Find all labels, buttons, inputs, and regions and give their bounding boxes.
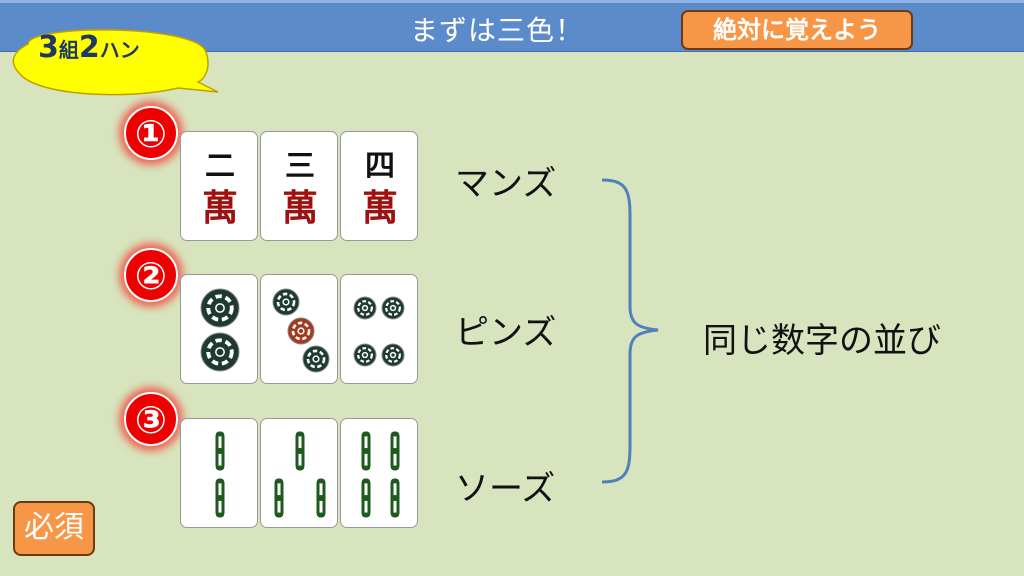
same-number-sequence-label: 同じ数字の並び: [703, 321, 941, 361]
tile-4-man: 四萬: [340, 131, 418, 241]
tile-3-sou: [260, 418, 338, 528]
bamboo-stick: [361, 431, 371, 471]
bamboo-stick: [215, 478, 225, 518]
page-title: まずは三色！: [410, 14, 585, 47]
tile-2-man: 二萬: [180, 131, 258, 241]
svg-text:三: 三: [285, 149, 315, 184]
speech-bubble-shape: [12, 29, 219, 96]
svg-text:萬: 萬: [202, 188, 238, 229]
pin-circle: [353, 296, 377, 320]
pin-circle: [302, 345, 330, 373]
svg-text:萬: 萬: [282, 188, 318, 229]
svg-text:萬: 萬: [362, 188, 398, 229]
pin-circle: [381, 296, 405, 320]
required-badge: 必須: [13, 501, 95, 556]
svg-text:四: 四: [365, 149, 395, 184]
bamboo-stick: [390, 478, 400, 518]
group-number-1: ①: [124, 106, 178, 160]
bamboo-stick: [316, 478, 326, 518]
suit-label-manzu: マンズ: [455, 164, 557, 204]
bamboo-stick: [215, 431, 225, 471]
bamboo-stick: [390, 431, 400, 471]
group-number-2: ②: [124, 248, 178, 302]
pin-circle: [353, 343, 377, 367]
pin-circle: [272, 288, 300, 316]
suit-label-pinzu: ピンズ: [455, 313, 557, 353]
curly-brace: [601, 178, 659, 484]
suit-label-souzu: ソーズ: [455, 469, 556, 509]
set-unit: 組: [58, 38, 79, 62]
tile-4-sou: [340, 418, 418, 528]
group-number-3: ③: [124, 392, 178, 446]
pin-circle: [200, 288, 240, 328]
tile-3-man: 三萬: [260, 131, 338, 241]
tile-2-sou: [180, 418, 258, 528]
set-count: 3: [38, 30, 59, 65]
han-unit: ハン: [99, 38, 140, 62]
tile-3-pin: [260, 274, 338, 384]
speech-bubble: 3組2ハン: [8, 22, 220, 96]
tile-2-pin: [180, 274, 258, 384]
pin-circle: [381, 343, 405, 367]
han-count: 2: [78, 30, 100, 65]
tile-4-pin: [340, 274, 418, 384]
svg-text:二: 二: [205, 149, 235, 184]
bamboo-stick: [295, 431, 305, 471]
must-remember-button[interactable]: 絶対に覚えよう: [681, 10, 913, 50]
bamboo-stick: [274, 478, 284, 518]
han-value: 3組2ハン: [38, 30, 140, 65]
pin-circle: [200, 332, 240, 372]
pin-circle: [287, 317, 315, 345]
bamboo-stick: [361, 478, 371, 518]
